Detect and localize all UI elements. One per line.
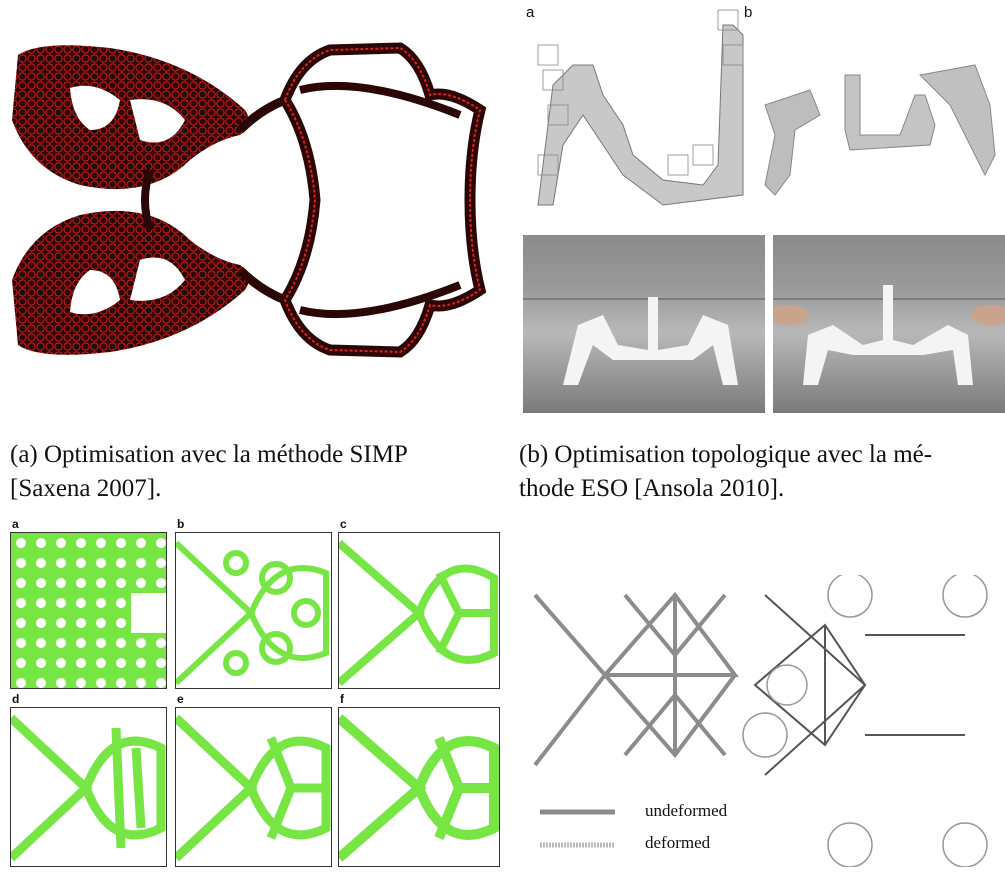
green-panel-d <box>10 707 167 867</box>
figure-a-caption-line2: [Saxena 2007]. <box>10 475 162 502</box>
green-panel-b <box>175 532 332 689</box>
figure-a <box>0 0 505 400</box>
green-panel-label-c: c <box>340 517 347 531</box>
green-panel-label-a: a <box>12 517 19 531</box>
figure-a-caption: (a) Optimisation avec la méthode SIMP [S… <box>10 438 505 506</box>
figure-b-panel-a-label: a <box>526 4 535 21</box>
figure-d: undeformed deformed <box>525 572 1005 868</box>
green-panel-e <box>175 707 332 867</box>
figure-a-caption-line1: (a) Optimisation avec la méthode SIMP <box>10 441 408 468</box>
green-panel-label-e: e <box>177 692 184 706</box>
figure-b-panel-b-label: b <box>744 4 753 21</box>
legend-undeformed-label: undeformed <box>645 801 728 820</box>
figure-b-caption-line2: thode ESO [Ansola 2010]. <box>519 475 785 502</box>
green-panel-a <box>10 532 167 689</box>
green-panel-label-b: b <box>177 517 185 531</box>
prototype-photo-deformed <box>773 235 1005 413</box>
legend-deformed-label: deformed <box>645 833 711 852</box>
figure-b-caption: (b) Optimisation topologique avec la mé-… <box>519 438 1005 506</box>
eso-smooth-render-b <box>764 64 996 196</box>
simp-mechanism-image <box>12 42 487 358</box>
figure-b: a b <box>518 0 1005 420</box>
figure-c: a b c d e f <box>10 517 500 867</box>
truss-mechanism-diagram <box>533 572 988 868</box>
green-panel-label-d: d <box>12 692 20 706</box>
figure-b-caption-line1: (b) Optimisation topologique avec la mé- <box>519 441 933 468</box>
green-panel-f <box>338 707 500 867</box>
green-panel-c <box>338 532 500 689</box>
eso-voxel-render-a <box>537 9 744 206</box>
green-panel-label-f: f <box>340 692 344 706</box>
prototype-photo-undeformed <box>523 235 765 413</box>
